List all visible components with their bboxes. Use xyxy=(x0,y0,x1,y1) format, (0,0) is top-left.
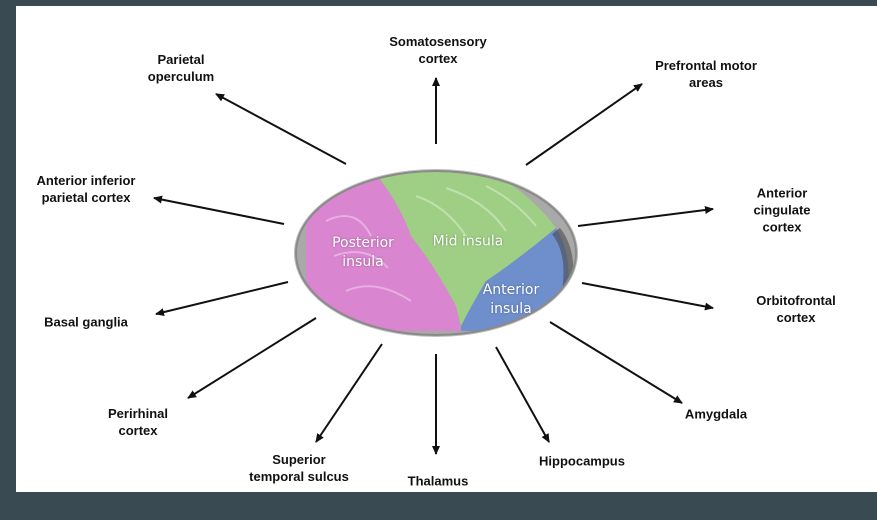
label-basal-ganglia: Basal ganglia xyxy=(44,314,128,331)
label-parietal-operculum: Parietal operculum xyxy=(148,51,214,85)
insula-illustration xyxy=(286,166,586,346)
label-orbitofrontal-cortex: Orbitofrontal cortex xyxy=(756,292,837,326)
arrow-perirhinal-cortex xyxy=(188,318,316,398)
label-superior-temporal-sulcus: Superior temporal sulcus xyxy=(249,451,349,485)
arrow-parietal-operculum xyxy=(216,94,346,164)
posterior-insula-label: Posterior insula xyxy=(332,234,394,272)
label-amygdala: Amygdala xyxy=(685,406,747,423)
arrow-anterior-cingulate-cortex xyxy=(578,209,713,226)
mid-insula-label: Mid insula xyxy=(433,233,504,252)
label-perirhinal-cortex: Perirhinal cortex xyxy=(108,405,168,439)
label-hippocampus: Hippocampus xyxy=(539,453,625,470)
arrow-prefrontal-motor-areas xyxy=(526,84,642,165)
label-anterior-cingulate-cortex: Anterior cingulate cortex xyxy=(735,185,830,236)
label-prefrontal-motor-areas: Prefrontal motor areas xyxy=(655,57,757,91)
anterior-insula-label: Anterior insula xyxy=(483,281,540,319)
arrow-anterior-inferior-parietal-cortex xyxy=(154,198,284,224)
diagram-frame: Posterior insula Mid insula Anterior ins… xyxy=(16,6,877,492)
label-somatosensory-cortex: Somatosensory cortex xyxy=(389,33,487,67)
label-anterior-inferior-parietal-cortex: Anterior inferior parietal cortex xyxy=(37,172,136,206)
arrow-basal-ganglia xyxy=(156,282,288,314)
label-thalamus: Thalamus xyxy=(408,473,469,490)
arrow-amygdala xyxy=(550,322,682,403)
arrow-superior-temporal-sulcus xyxy=(316,344,382,442)
arrow-hippocampus xyxy=(496,347,549,442)
arrow-orbitofrontal-cortex xyxy=(582,283,713,308)
